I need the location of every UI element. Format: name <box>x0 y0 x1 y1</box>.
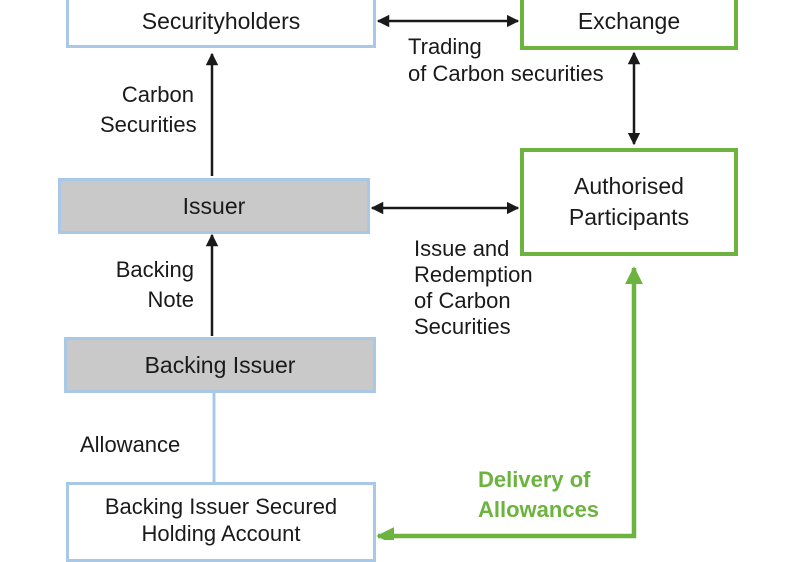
node-authorised-participants-line-2: Participants <box>568 204 690 230</box>
node-exchange: Exchange <box>520 0 738 50</box>
label-delivery-of-allowances: Delivery of Allowances <box>478 465 599 525</box>
label-trading: Trading of Carbon securities <box>408 33 604 87</box>
node-issuer: Issuer <box>58 178 370 234</box>
connector-layer <box>205 14 643 540</box>
label-backing-note: Backing Note <box>94 255 194 315</box>
label-issue-line-4: Securities <box>414 314 511 339</box>
node-issuer-label: Issuer <box>182 192 246 219</box>
label-issue-line-2: Redemption <box>414 262 533 287</box>
node-backing-account-line-2: Holding Account <box>141 521 301 546</box>
node-backing-issuer-secured-holding-account: Backing Issuer Secured Holding Account <box>66 482 376 562</box>
node-backing-issuer: Backing Issuer <box>64 337 376 393</box>
label-issue-line-1: Issue and <box>414 236 510 261</box>
label-trading-line-1: Trading <box>408 34 482 59</box>
node-exchange-label: Exchange <box>577 7 681 34</box>
node-authorised-participants-line-1: Authorised <box>574 173 684 199</box>
label-delivery-line-1: Delivery of <box>478 467 591 492</box>
node-backing-issuer-label: Backing Issuer <box>144 351 296 378</box>
label-allowance-text: Allowance <box>80 432 181 457</box>
label-carbon-securities: Carbon Securities <box>100 80 197 140</box>
label-backing-note-line-1: Backing <box>115 257 194 282</box>
node-securityholders-label: Securityholders <box>141 7 301 34</box>
label-carbon-securities-line-2: Securities <box>100 112 197 137</box>
label-trading-line-2: of Carbon securities <box>408 61 604 86</box>
label-issue-and-redemption: Issue and Redemption of Carbon Securitie… <box>414 236 533 340</box>
label-allowance: Allowance <box>80 430 180 460</box>
node-backing-account-line-1: Backing Issuer Secured <box>104 494 338 519</box>
node-securityholders: Securityholders <box>66 0 376 48</box>
label-carbon-securities-line-1: Carbon <box>121 82 194 107</box>
node-authorised-participants: Authorised Participants <box>520 148 738 256</box>
arrow-delivery-of-allowances <box>376 266 643 540</box>
label-issue-line-3: of Carbon <box>414 288 511 313</box>
label-delivery-line-2: Allowances <box>478 497 600 522</box>
label-backing-note-line-2: Note <box>147 287 194 312</box>
